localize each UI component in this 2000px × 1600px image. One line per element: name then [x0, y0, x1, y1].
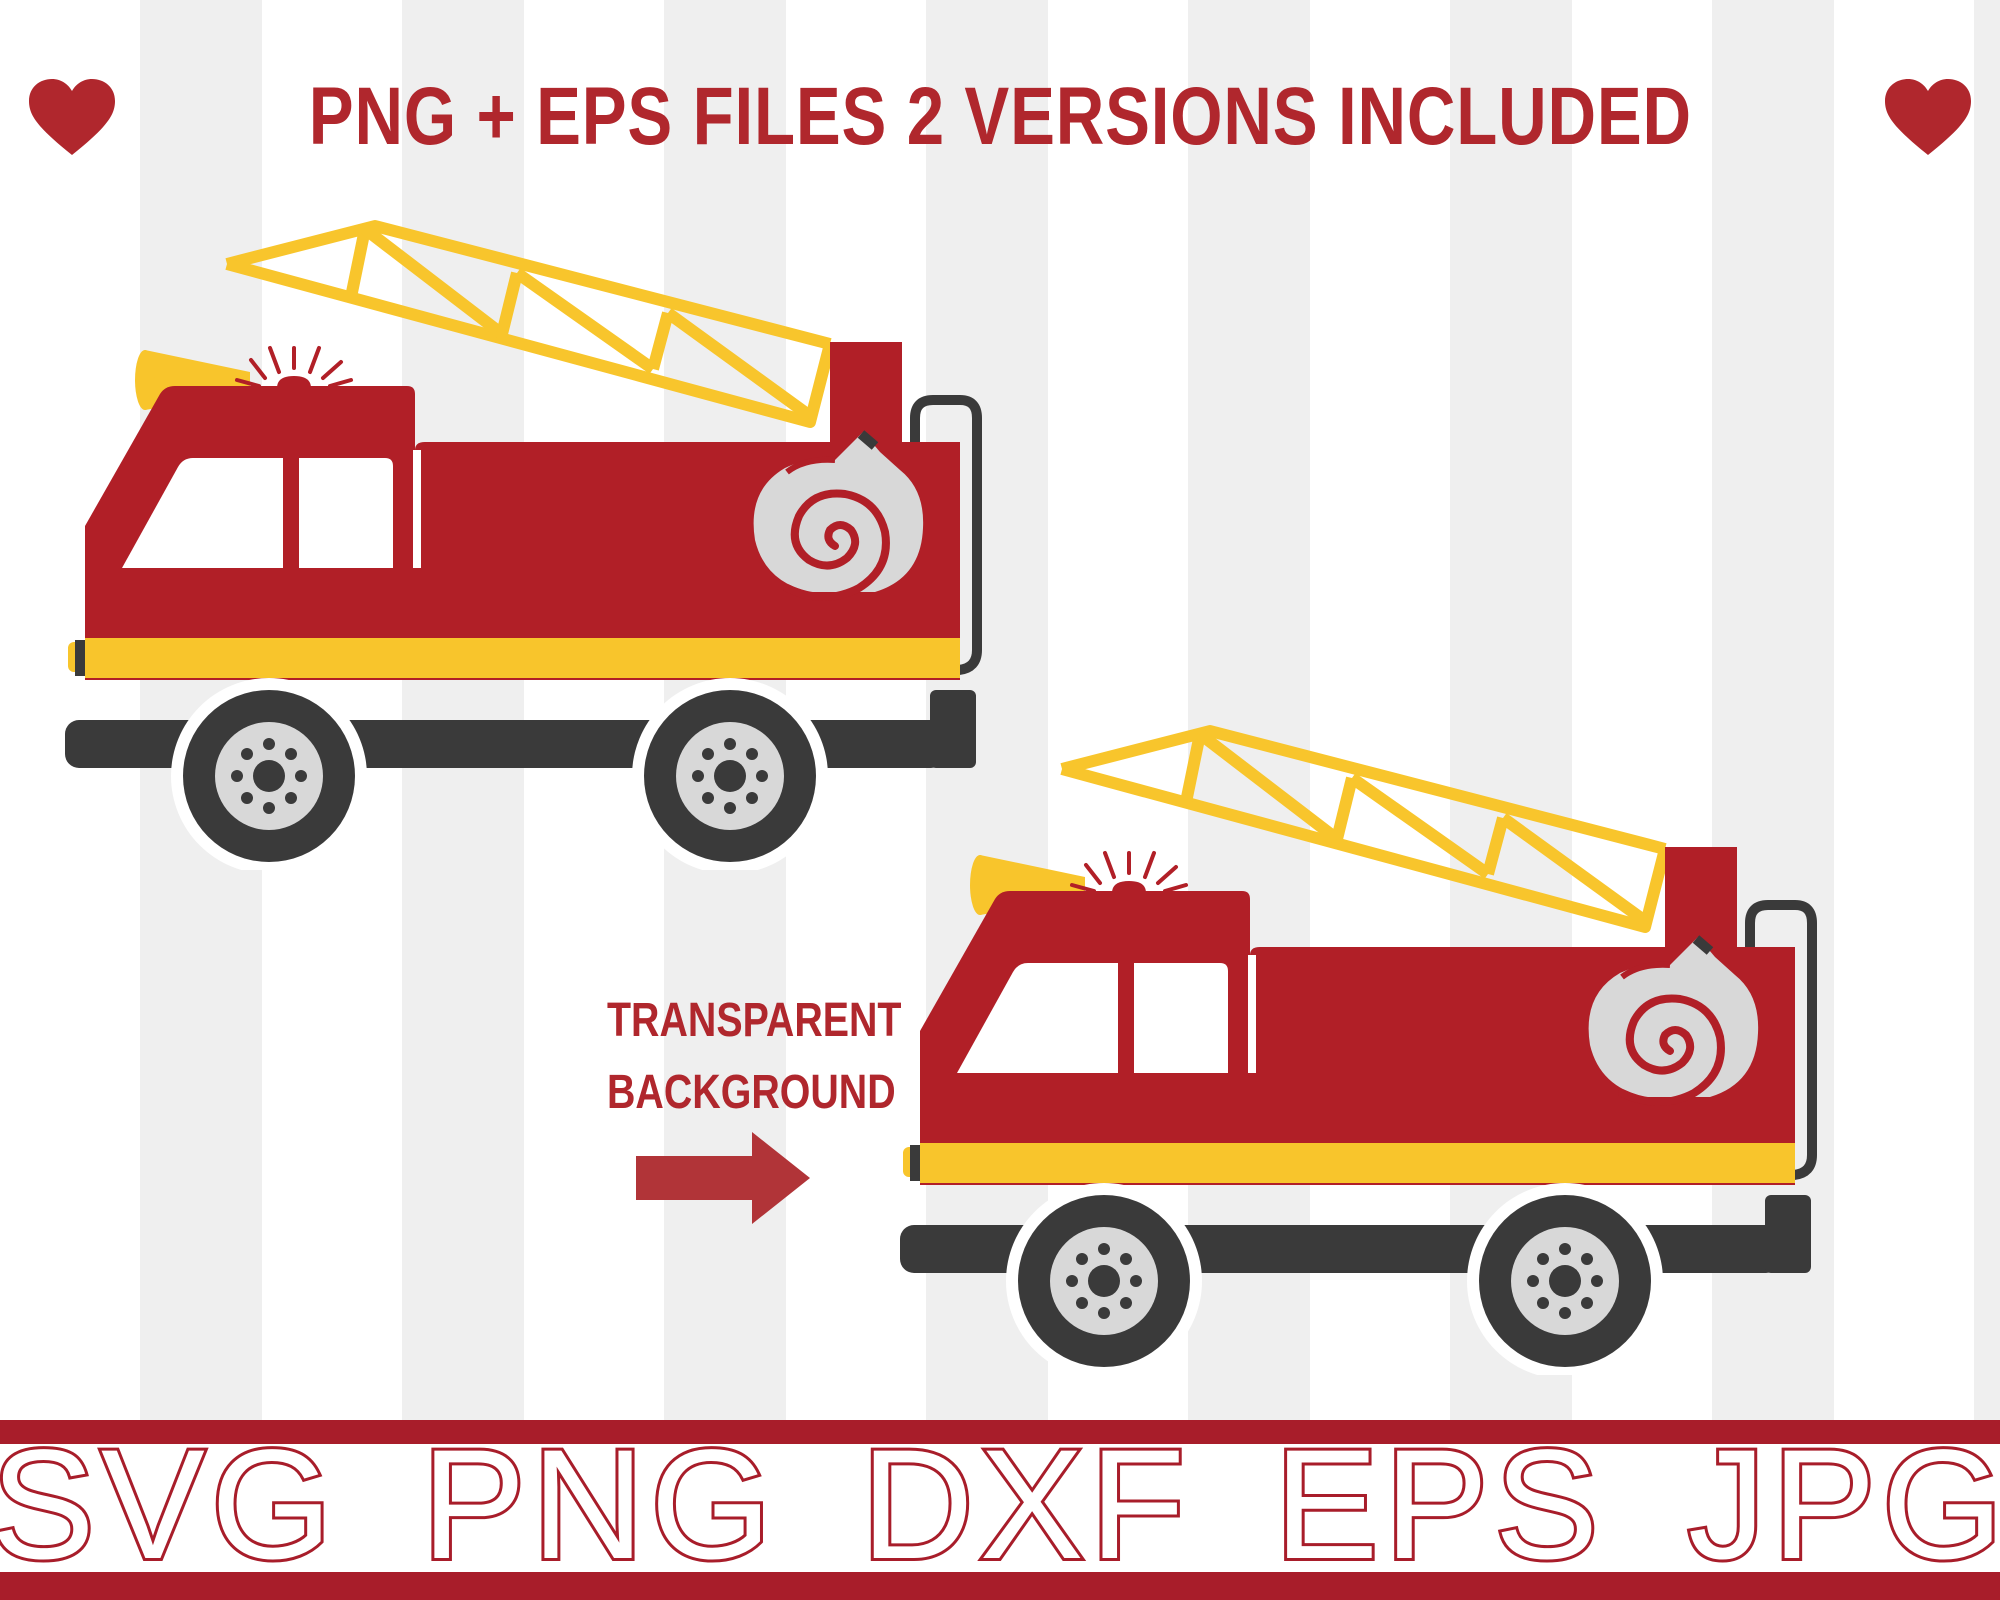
- footer-band: SVG PNG DXF EPS JPG: [0, 1415, 2000, 1600]
- ladder: [225, 220, 836, 428]
- wheel: [632, 678, 828, 870]
- header-title: PNG + EPS FILES 2 VERSIONS INCLUDED: [308, 71, 1692, 162]
- label-line-1: TRANSPARENT: [607, 994, 902, 1047]
- wheel: [1467, 1183, 1663, 1375]
- arrow-right-icon: [636, 1132, 810, 1224]
- header-banner: PNG + EPS FILES 2 VERSIONS INCLUDED: [0, 62, 2000, 172]
- file-formats-list: SVG PNG DXF EPS JPG: [0, 1415, 2000, 1595]
- wheel: [1006, 1183, 1202, 1375]
- heart-icon: [28, 79, 115, 155]
- label-line-2: BACKGROUND: [607, 1066, 896, 1119]
- hose-reel: [1588, 935, 1759, 1106]
- footer-divider-top: [0, 1420, 2000, 1444]
- footer-divider-bottom: [0, 1572, 2000, 1600]
- siren-light: [235, 346, 353, 388]
- wheel: [171, 678, 367, 870]
- hose-reel: [753, 430, 924, 601]
- fire-truck-illustration-transparent: [900, 725, 1817, 1375]
- heart-icon: [1885, 79, 1972, 155]
- fire-truck-illustration-white-bg: [65, 220, 982, 870]
- ladder: [1060, 725, 1671, 933]
- transparent-background-label: TRANSPARENT BACKGROUND: [607, 985, 902, 1129]
- siren-light: [1070, 851, 1188, 893]
